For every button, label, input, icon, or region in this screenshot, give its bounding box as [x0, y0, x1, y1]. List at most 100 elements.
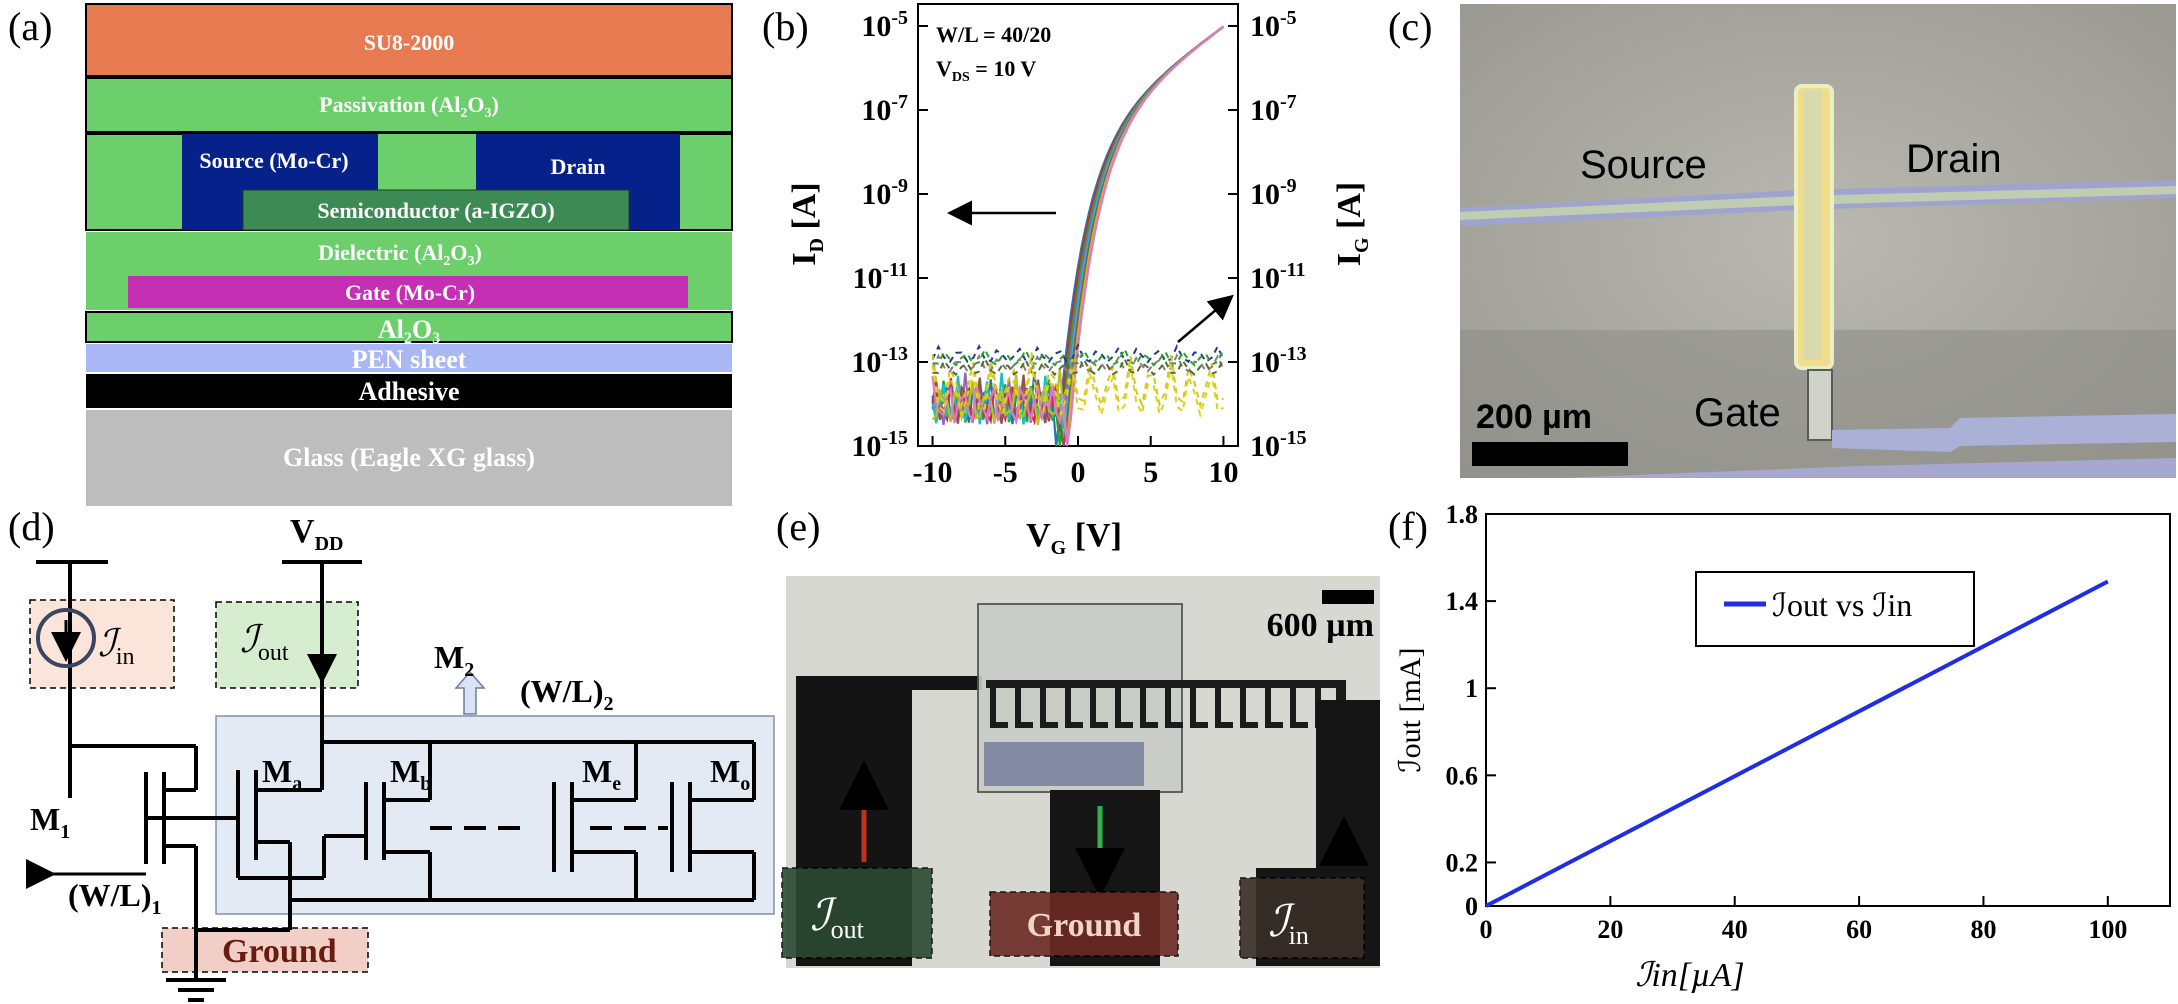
iin-label: ℐin: [98, 623, 135, 670]
chart-x-label: ℐin[µA]: [1635, 957, 1744, 994]
micrograph-scale-bar: [1472, 442, 1628, 466]
current-source-symbol: [36, 608, 96, 668]
transfer-y-label-left: ID [A]: [786, 182, 828, 265]
photo-finger-foot: [1015, 722, 1033, 728]
drain-label: Drain: [551, 154, 606, 179]
su8-layer: [85, 3, 733, 77]
photo-finger: [1115, 682, 1121, 728]
photo-scale-text: 600 µm: [1267, 607, 1374, 644]
panel-label-d: (d): [8, 504, 55, 549]
transfer-y-tick-label-left: 10-9: [861, 175, 908, 211]
ig-curve: [931, 360, 1224, 419]
photo-finger: [1290, 682, 1296, 728]
mo-label: Mo: [710, 753, 750, 795]
gate-finger-core: [1804, 90, 1822, 360]
chart-y-tick-label: 1: [1465, 674, 1478, 703]
m2-pointer-arrow: [454, 670, 486, 715]
pen-sheet-label: PEN sheet: [352, 345, 467, 374]
chart-y-tick-label: 0.2: [1446, 848, 1479, 877]
chart-y-label: ℐout [mA]: [1394, 648, 1427, 773]
wl2-label: (W/L)2: [520, 673, 614, 715]
photo-transistor-fingers: [986, 680, 1346, 728]
photo-finger: [1165, 682, 1171, 728]
transfer-x-tick-label: -5: [993, 456, 1018, 489]
transfer-y-tick-label-left: 10-7: [861, 91, 908, 127]
transfer-x-tick-label: 5: [1143, 456, 1158, 489]
photo-ground-label: Ground: [1027, 907, 1142, 944]
photo-finger-foot: [1290, 722, 1308, 728]
circuit-ground-label: Ground: [222, 933, 337, 970]
m2-transistor-array-box: [215, 715, 775, 915]
chart-frame: [1485, 513, 2171, 907]
m1-label: M1: [30, 801, 70, 843]
chart-x-tick-label: 20: [1597, 915, 1623, 944]
panel-label-f: (f): [1388, 504, 1428, 549]
passivation-label: Passivation (Al2O3): [319, 92, 499, 121]
panel-c-micrograph: (c) Source Drain Gate 200 µm: [1388, 4, 2176, 478]
micrograph-gate-label: Gate: [1694, 391, 1781, 435]
su8-label: SU8-2000: [364, 30, 454, 55]
micrograph-drain-label: Drain: [1906, 137, 2002, 181]
photo-finger: [1190, 682, 1196, 728]
adhesive-label: Adhesive: [358, 377, 459, 406]
chart-series-line: [1485, 579, 2109, 908]
ig-curve: [931, 352, 1225, 373]
chart-x-tick-label: 60: [1846, 915, 1872, 944]
panel-label-a: (a): [8, 4, 52, 49]
panel-e-photo: (e) 600 µm ℐout Ground ℐin: [776, 504, 1380, 968]
transfer-annotation-vds: VDS = 10 V: [936, 56, 1036, 85]
ma-label: Ma: [262, 753, 302, 795]
chart-y-tick-label: 1.8: [1446, 500, 1479, 529]
al2o3-label: Al2O3: [378, 315, 440, 347]
m2-label: M2: [434, 639, 474, 681]
transfer-y-tick-label-right: 10-9: [1250, 175, 1297, 211]
gate-electrode: [128, 276, 688, 308]
mb-label: Mb: [390, 753, 431, 795]
legend-label: ℐout vs ℐin: [1772, 587, 1912, 623]
photo-finger-foot: [1190, 722, 1208, 728]
ig-curve: [932, 355, 1225, 377]
transfer-annotation-wl: W/L = 40/20: [936, 22, 1051, 47]
photo-iin-box: [1239, 877, 1365, 959]
panel-label-b: (b): [762, 4, 809, 49]
glass-layer: [86, 410, 732, 506]
ig-axis-arrow: [1177, 294, 1234, 343]
transfer-y-tick-label-right: 10-7: [1250, 91, 1297, 127]
transfer-x-tick-label: -10: [913, 456, 953, 489]
dielectric-layer: [86, 232, 732, 272]
micrograph-scale-text: 200 µm: [1476, 398, 1592, 436]
photo-finger-foot: [1240, 722, 1258, 728]
dielectric-label: Dielectric (Al2O3): [318, 240, 482, 269]
panel-label-e: (e): [776, 504, 820, 549]
pen-sheet-layer: [86, 344, 732, 372]
vdd-label: VDD: [290, 513, 343, 555]
photo-finger-foot: [1265, 722, 1283, 728]
wl1-label: (W/L)1: [68, 877, 162, 919]
photo-finger-foot: [1140, 722, 1158, 728]
id-curve: [931, 25, 1225, 445]
chart-series: [1485, 579, 2109, 908]
transfer-x-tick-label: 0: [1071, 456, 1086, 489]
chart-y-tick-label: 0: [1465, 892, 1478, 921]
photo-finger: [990, 682, 996, 728]
channel-gap: [378, 134, 476, 186]
photo-finger: [1015, 682, 1021, 728]
photo-finger: [1065, 682, 1071, 728]
transfer-y-label-right: IG [A]: [1331, 182, 1373, 267]
transfer-y-tick-label-left: 10-11: [852, 259, 908, 295]
chart-x-tick-label: 100: [2088, 915, 2127, 944]
chart-x-tick-label: 0: [1480, 915, 1493, 944]
photo-finger-bus: [986, 680, 1342, 688]
chart-x-tick-label: 40: [1722, 915, 1748, 944]
transfer-y-tick-label-left: 10-13: [851, 343, 908, 379]
adhesive-layer: [86, 374, 732, 408]
photo-finger-foot: [1215, 722, 1233, 728]
photo-iout-box: [781, 867, 933, 959]
photo-ground-box: [989, 891, 1179, 957]
chart-x-tick-label: 80: [1970, 915, 1996, 944]
